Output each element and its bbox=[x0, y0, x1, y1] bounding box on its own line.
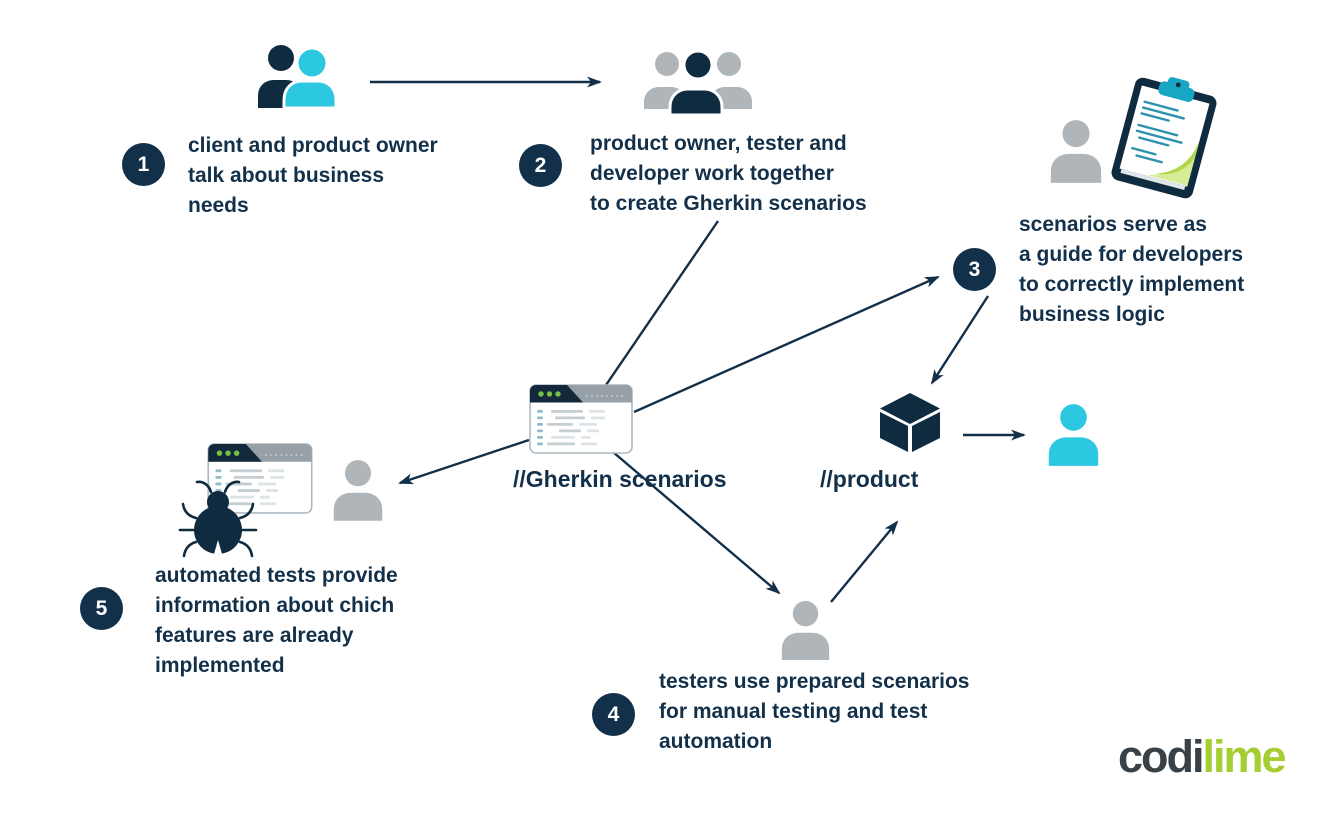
person-gray-icon bbox=[1047, 117, 1105, 185]
code-window-icon bbox=[528, 384, 634, 454]
step-2-description: product owner, tester and developer work… bbox=[590, 132, 867, 215]
code-window-icon bbox=[206, 443, 314, 514]
product-label: //product bbox=[820, 466, 919, 492]
person-gray-icon bbox=[330, 457, 386, 523]
step-4-badge: 4 bbox=[592, 693, 635, 736]
step-4-description: testers use prepared scenarios for manua… bbox=[659, 670, 970, 753]
logo-text-codi: codi bbox=[1118, 731, 1205, 782]
step-3-badge: 3 bbox=[953, 248, 996, 291]
step-2-badge: 2 bbox=[519, 144, 562, 187]
clipboard-icon bbox=[1106, 74, 1222, 202]
line-step2-to-gherkin-window bbox=[605, 220, 719, 386]
step-1-badge: 1 bbox=[122, 143, 165, 186]
step-3-description: scenarios serve as a guide for developer… bbox=[1019, 213, 1245, 326]
step-5-badge: 5 bbox=[80, 587, 123, 630]
people-group-icon bbox=[640, 51, 756, 115]
gherkin-scenarios-label: //Gherkin scenarios bbox=[513, 466, 727, 492]
cube-icon bbox=[878, 392, 942, 454]
people-pair-icon bbox=[256, 44, 342, 108]
arrow-step4-person-to-product bbox=[830, 520, 899, 603]
arrow-gherkin-to-step5-person bbox=[398, 438, 530, 485]
step-1-description: client and product owner talk about busi… bbox=[188, 134, 438, 217]
person-cyan-icon bbox=[1045, 403, 1102, 466]
codilime-logo: codilime bbox=[1118, 731, 1287, 783]
arrow-step3-badge-to-product bbox=[930, 295, 990, 385]
bug-icon bbox=[178, 480, 258, 564]
logo-text-lime: lime bbox=[1202, 731, 1287, 782]
person-gray-icon bbox=[778, 600, 833, 660]
step-5-description: automated tests provide information abou… bbox=[155, 564, 398, 677]
